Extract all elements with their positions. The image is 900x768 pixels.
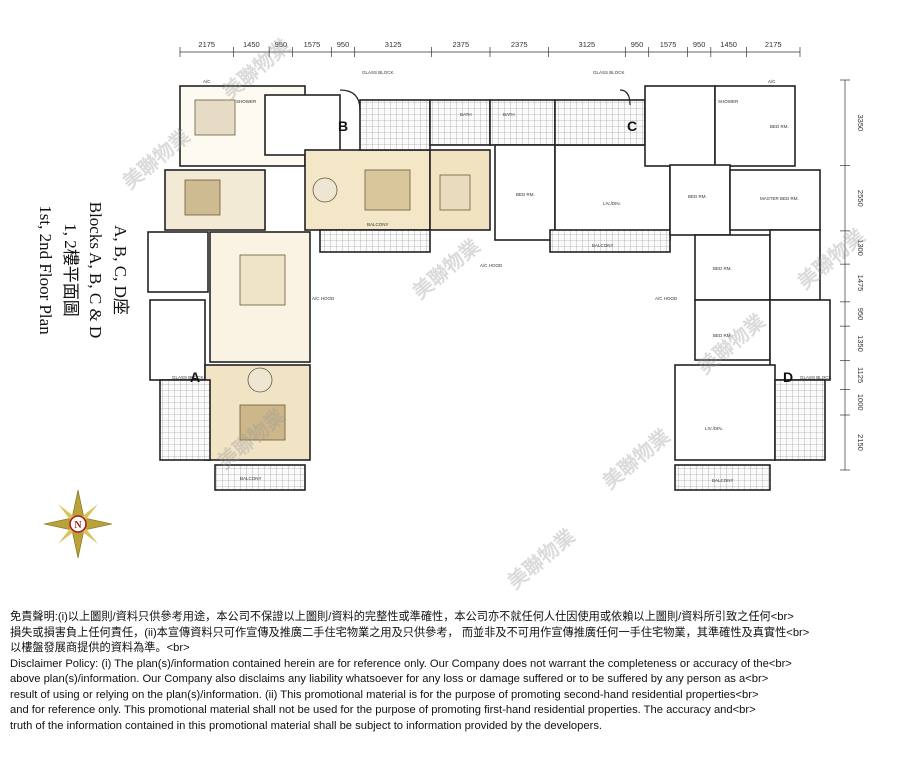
right-dimension-label: 1300 (856, 239, 865, 256)
title-line-1: A, B, C, D座 (111, 225, 130, 315)
shower-label-c: SHOWER (718, 99, 739, 104)
right-dimension-label: 1350 (856, 335, 865, 352)
right-dimension-label: 1125 (856, 367, 865, 383)
liv-din-label-c: LIV./DIN. (603, 201, 621, 206)
top-dimension-label: 1450 (243, 40, 260, 49)
title-line-3: 1, 2樓平面圖 (61, 223, 80, 317)
top-dimension-label: 950 (275, 40, 288, 49)
ac-label-2: A/C (768, 79, 776, 84)
bed-label-2: BED RM. (770, 124, 789, 129)
balcony-label-b: BALCONY (367, 222, 389, 227)
shower-label-b: SHOWER (236, 99, 257, 104)
disclaimer-line: 以樓盤發展商提供的資料為準。<br> (10, 642, 190, 654)
balcony-label-a: BALCONY (240, 476, 262, 481)
bath-label-1: BATH (460, 112, 472, 117)
plan-title: A, B, C, D座 Blocks A, B, C & D 1, 2樓平面圖 … (36, 202, 130, 339)
disclaimer-line: above plan(s)/information. Our Company a… (10, 673, 769, 685)
top-dimension-label: 2375 (511, 40, 528, 49)
right-dimension-line: 3350 2550 1300 1475 950 1350 1125 1000 2150 (840, 79, 865, 471)
top-dimension-label: 1575 (660, 40, 677, 49)
balcony-label-c: BALCONY (592, 243, 614, 248)
block-label-d: D (783, 369, 793, 385)
disclaimer-line: and for reference only. This promotional… (10, 704, 756, 716)
room-labels: GLASS BLOCK GLASS BLOCK SHOWER SHOWER BA… (172, 70, 832, 483)
glass-block-label-c: GLASS BLOCK (593, 70, 625, 75)
top-dimension-label: 950 (631, 40, 644, 49)
watermark-6: 美聯物業 (503, 523, 580, 593)
disclaimer: 免責聲明:(i)以上圖則/資料只供參考用途，本公司不保證以上圖則/資料的完整性或… (10, 610, 895, 734)
furniture (184, 99, 471, 441)
top-dimension-label: 950 (337, 40, 350, 49)
compass-north-letter: N (74, 520, 82, 531)
top-dimension-line: 2175 1450 950 1575 950 3125 2375 2375 3125 950 157… (179, 40, 801, 57)
title-line-2: Blocks A, B, C & D (86, 202, 105, 339)
title-line-4: 1st, 2nd Floor Plan (36, 205, 55, 335)
right-dimension-label: 3350 (856, 114, 865, 131)
disclaimer-line: 免責聲明:(i)以上圖則/資料只供參考用途，本公司不保證以上圖則/資料的完整性或… (10, 611, 794, 623)
block-label-c: C (627, 118, 637, 134)
glass-block-label-b: GLASS BLOCK (362, 70, 394, 75)
ac-hood-label-3: A/C HOOD (312, 296, 335, 301)
bed-label-4: BED RM. (713, 266, 732, 271)
right-wing (489, 85, 831, 491)
right-dimension-label: 1475 (856, 275, 865, 292)
block-label-a: A (190, 369, 200, 385)
watermark-5: 美聯物業 (598, 423, 675, 493)
ac-hood-label-2: A/C HOOD (655, 296, 678, 301)
compass-icon: N (43, 489, 113, 559)
ac-hood-label-1: A/C HOOD (480, 263, 503, 268)
bed-label-1: BED RM. (516, 192, 535, 197)
top-dimension-label: 950 (693, 40, 706, 49)
right-dimension-label: 1000 (856, 394, 865, 411)
right-dimension-label: 950 (856, 308, 865, 321)
top-dimension-label: 3125 (579, 40, 596, 49)
disclaimer-line: truth of the information contained in th… (10, 719, 603, 732)
top-dimension-label: 2375 (452, 40, 469, 49)
glass-block-label-d: GLASS BLOCK (800, 375, 832, 380)
bed-label-5: BED RM. (713, 333, 732, 338)
disclaimer-line: 損失或損害負上任何責任，(ii)本宣傳資料只可作宣傳及推廣二手住宅物業之用及只供… (10, 626, 810, 639)
disclaimer-line: result of using or relying on the plan(s… (10, 688, 759, 701)
bath-label-2: BATH (503, 112, 515, 117)
balcony-label-d: BALCONY (712, 478, 734, 483)
top-dimension-label: 1575 (304, 40, 321, 49)
bed-label-3: BED RM. (688, 194, 707, 199)
top-dimension-label: 2175 (198, 40, 215, 49)
right-dimension-label: 2150 (856, 434, 865, 451)
glass-block-label-a: GLASS BLOCK (172, 375, 204, 380)
master-bed-label: MASTER BED RM. (760, 196, 799, 201)
block-label-b: B (338, 118, 348, 134)
top-dimension-label: 1450 (720, 40, 737, 49)
top-dimension-label: 2175 (765, 40, 782, 49)
floor-plan: 2175 1450 950 1575 950 3125 2375 2375 3125 950 157… (36, 33, 870, 593)
liv-din-label-d: LIV./DIN. (705, 426, 723, 431)
right-dimension-label: 2550 (856, 190, 865, 207)
top-dimension-label: 3125 (385, 40, 402, 49)
disclaimer-line: Disclaimer Policy: (i) The plan(s)/infor… (10, 657, 792, 670)
ac-label-1: A/C (203, 79, 211, 84)
